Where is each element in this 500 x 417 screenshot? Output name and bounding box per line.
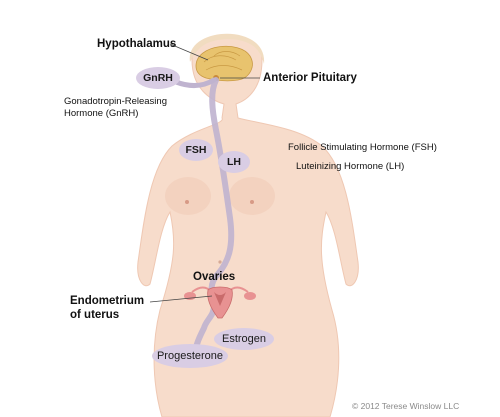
gnrh-full-label-line2: Hormone (GnRH) <box>64 108 139 119</box>
navel <box>218 260 222 264</box>
brain-folds <box>203 51 243 71</box>
lh-full-label: Luteinizing Hormone (LH) <box>296 161 405 172</box>
estrogen-pill-shape <box>214 328 274 350</box>
progesterone-pill-shape <box>152 344 228 368</box>
fsh-pill-shape <box>179 139 213 161</box>
endometrium-label-line2: of uterus <box>70 309 120 321</box>
hair <box>189 33 265 64</box>
copyright-notice: © 2012 Terese Winslow LLC <box>352 401 460 411</box>
fsh-full-label: Follicle Stimulating Hormone (FSH) <box>288 142 437 153</box>
gnrh-full-label-line1: Gonadotropin-Releasing <box>64 96 167 107</box>
hypothalamus-leader <box>169 43 209 61</box>
left-nipple <box>185 200 189 204</box>
hypothalamus-label: Hypothalamus <box>97 38 177 50</box>
endometrium-leader <box>149 295 213 303</box>
hormone-pathway <box>191 77 235 359</box>
progesterone-pill: Progesterone <box>156 350 224 362</box>
ovaries-label: Ovaries <box>193 271 236 283</box>
estrogen-pill: Estrogen <box>221 333 267 345</box>
left-breast <box>165 177 211 215</box>
gnrh-pill: GnRH <box>143 72 173 84</box>
anterior-pituitary-label: Anterior Pituitary <box>263 72 357 84</box>
endometrium <box>214 292 226 306</box>
lh-pill-shape <box>218 151 250 173</box>
fsh-pill: FSH <box>185 144 207 156</box>
lh-pill: LH <box>227 156 241 168</box>
gnrh-connector <box>173 77 217 89</box>
right-nipple <box>250 200 254 204</box>
right-ovary <box>244 292 256 300</box>
body-silhouette <box>137 34 359 417</box>
endometrium-label-line1: Endometrium <box>70 295 145 307</box>
right-breast <box>229 177 275 215</box>
gnrh-pill-shape <box>136 67 180 89</box>
